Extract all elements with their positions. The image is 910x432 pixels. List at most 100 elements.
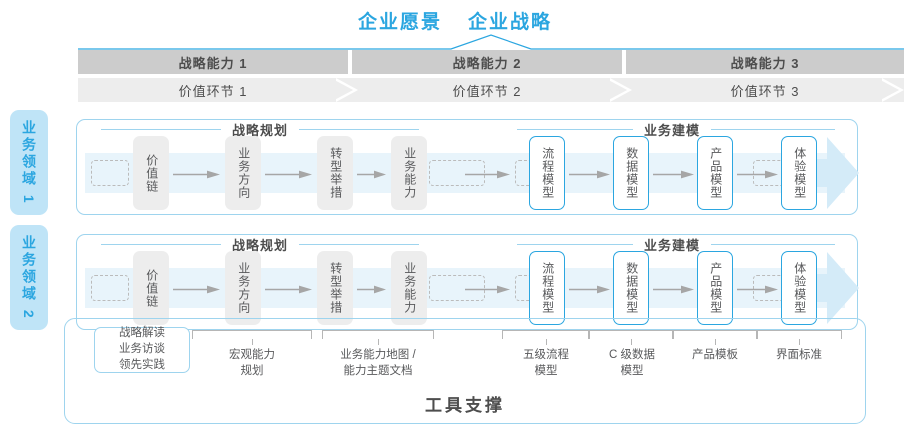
vision-connector-line xyxy=(78,34,904,50)
row-2-node-business-direction[interactable]: 业务方向 xyxy=(225,251,261,325)
bracket-5 xyxy=(672,330,758,339)
capability-cell-1: 战略能力 1 xyxy=(78,50,348,74)
row-2-node-business-capability-label: 业务能力 xyxy=(402,262,417,314)
row-2-node-transformation[interactable]: 转型举措 xyxy=(317,251,353,325)
row-1-arrow-4 xyxy=(465,170,510,179)
tool-label-6-line1: 界面标准 xyxy=(776,349,822,361)
row-1-node-business-capability-label: 业务能力 xyxy=(402,147,417,199)
row-2-container: 战略规划 业务建模 价值链 业务方向 转型举措 业务能力 流程模型 数据模型 产… xyxy=(76,234,859,330)
row-2-arrow-4 xyxy=(465,285,510,294)
row-2-node-business-capability[interactable]: 业务能力 xyxy=(391,251,427,325)
row-1-arrow-1 xyxy=(173,170,220,179)
enterprise-vision-title: 企业愿景 xyxy=(357,11,442,33)
row-2-section-modeling: 业务建模 xyxy=(637,236,708,253)
tool-label-2: 业务能力地图 / 能力主题文档 xyxy=(310,347,446,379)
row-1-node-process-model[interactable]: 流程模型 xyxy=(529,136,565,210)
row-1-placeholder-2 xyxy=(429,160,485,186)
tool-label-3-line1: 五级流程 xyxy=(523,349,569,361)
row-1-rule-left xyxy=(101,129,221,130)
row-1-section-planning: 战略规划 xyxy=(225,121,296,138)
row-1-placeholder-1 xyxy=(91,160,129,186)
row-2-node-value-chain-label: 价值链 xyxy=(144,268,159,308)
tool-box-strategy-interpretation[interactable]: 战略解读 业务访谈 领先实践 xyxy=(94,327,190,373)
bracket-4-stem xyxy=(631,339,632,345)
row-2-node-data-model-label: 数据模型 xyxy=(624,262,639,314)
row-2-rule-right xyxy=(711,244,835,245)
domain-row-2: 战略规划 业务建模 价值链 业务方向 转型举措 业务能力 流程模型 数据模型 产… xyxy=(70,225,860,330)
strategic-capability-band: 战略能力 1 战略能力 2 战略能力 3 xyxy=(78,50,904,74)
row-1-rule-mid2 xyxy=(517,129,633,130)
row-2-node-process-model-label: 流程模型 xyxy=(540,262,555,314)
row-1-node-data-model[interactable]: 数据模型 xyxy=(613,136,649,210)
row-2-placeholder-1 xyxy=(91,275,129,301)
tool-label-3-line2: 模型 xyxy=(534,365,558,378)
tool-support-footer: 工具支撑 xyxy=(64,388,866,418)
row-1-arrow-5 xyxy=(569,170,610,179)
row-1-arrow-6 xyxy=(653,170,694,179)
row-1-node-value-chain-label: 价值链 xyxy=(144,153,159,193)
tool-label-4-line1: C 级数据 xyxy=(609,349,655,361)
row-2-arrow-2 xyxy=(265,285,312,294)
row-1-node-value-chain[interactable]: 价值链 xyxy=(133,136,169,210)
row-1-container: 战略规划 业务建模 价值链 业务方向 转型举措 业务能力 流程模型 数据模型 产… xyxy=(76,119,859,215)
row-2-node-experience-model[interactable]: 体验模型 xyxy=(781,251,817,325)
bracket-1 xyxy=(192,330,312,339)
row-1-node-business-direction-label: 业务方向 xyxy=(236,147,251,199)
value-chain-segment-1: 价值环节 1 xyxy=(178,83,248,99)
bracket-3-stem xyxy=(546,339,547,345)
tool-box-line-2: 业务访谈 xyxy=(119,343,165,356)
row-1-node-experience-model-label: 体验模型 xyxy=(792,147,807,199)
row-1-arrow-2 xyxy=(265,170,312,179)
tool-label-1-line1: 宏观能力 xyxy=(229,349,275,361)
row-1-node-product-model[interactable]: 产品模型 xyxy=(697,136,733,210)
row-2-node-process-model[interactable]: 流程模型 xyxy=(529,251,565,325)
row-1-node-transformation-label: 转型举措 xyxy=(328,147,343,199)
row-1-arrow-3 xyxy=(357,170,386,179)
bracket-6-stem xyxy=(799,339,800,345)
tool-label-2-line1: 业务能力地图 / xyxy=(340,349,416,361)
row-2-section-planning: 战略规划 xyxy=(225,236,296,253)
row-1-rule-right xyxy=(711,129,835,130)
domain-label-2: 业务领域 2 xyxy=(10,225,48,330)
row-1-node-data-model-label: 数据模型 xyxy=(624,147,639,199)
row-2-arrow-6 xyxy=(653,285,694,294)
row-2-node-product-model-label: 产品模型 xyxy=(708,262,723,314)
bracket-2 xyxy=(322,330,434,339)
row-2-rule-mid xyxy=(299,244,419,245)
tool-label-5: 产品模板 xyxy=(668,347,762,363)
row-1-arrow-7 xyxy=(737,170,778,179)
capability-cell-2: 战略能力 2 xyxy=(352,50,622,74)
row-1-node-process-model-label: 流程模型 xyxy=(540,147,555,199)
value-chain-segment-2: 价值环节 2 xyxy=(452,83,522,99)
row-2-arrow-3 xyxy=(357,285,386,294)
row-1-node-business-capability[interactable]: 业务能力 xyxy=(391,136,427,210)
tool-label-4-line2: 模型 xyxy=(620,365,644,378)
row-2-node-data-model[interactable]: 数据模型 xyxy=(613,251,649,325)
tool-support-container xyxy=(64,318,866,424)
domain-label-2-text: 业务领域 2 xyxy=(21,234,37,321)
tool-label-2-line2: 能力主题文档 xyxy=(343,365,413,378)
enterprise-strategy-title: 企业战略 xyxy=(468,11,553,33)
row-2-node-transformation-label: 转型举措 xyxy=(328,262,343,314)
tool-support-title: 工具支撑 xyxy=(425,395,505,415)
row-2-rule-left xyxy=(101,244,221,245)
row-2-arrow-1 xyxy=(173,285,220,294)
row-1-section-modeling: 业务建模 xyxy=(637,121,708,138)
row-1-node-business-direction[interactable]: 业务方向 xyxy=(225,136,261,210)
row-2-node-value-chain[interactable]: 价值链 xyxy=(133,251,169,325)
bracket-1-stem xyxy=(252,339,253,345)
vision-strategy-header: 企业愿景 企业战略 xyxy=(0,6,910,34)
tool-label-3: 五级流程 模型 xyxy=(494,347,598,379)
row-2-arrow-5 xyxy=(569,285,610,294)
tool-box-line-1: 战略解读 xyxy=(119,327,165,340)
domain-row-1: 战略规划 业务建模 价值链 业务方向 转型举措 业务能力 流程模型 数据模型 产… xyxy=(70,110,860,215)
row-1-node-experience-model[interactable]: 体验模型 xyxy=(781,136,817,210)
tool-label-1: 宏观能力 规划 xyxy=(192,347,312,379)
tool-label-4: C 级数据 模型 xyxy=(582,347,682,379)
row-2-node-business-direction-label: 业务方向 xyxy=(236,262,251,314)
row-2-node-product-model[interactable]: 产品模型 xyxy=(697,251,733,325)
row-1-node-transformation[interactable]: 转型举措 xyxy=(317,136,353,210)
value-chain-segment-3: 价值环节 3 xyxy=(730,83,800,99)
bracket-4 xyxy=(588,330,674,339)
row-1-node-product-model-label: 产品模型 xyxy=(708,147,723,199)
